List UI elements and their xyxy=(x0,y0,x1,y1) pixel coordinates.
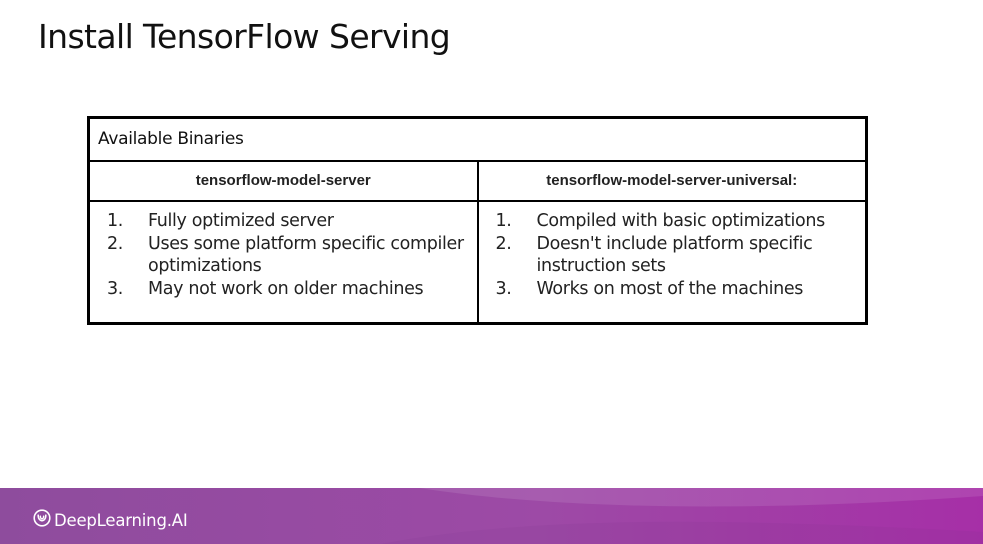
table-caption-row: Available Binaries xyxy=(87,116,868,162)
list-item-number: 1. xyxy=(495,211,512,231)
list-item-number: 3. xyxy=(107,278,123,299)
list-item-text: Fully optimized server xyxy=(148,211,334,231)
model-server-universal-feature-list: 1. Compiled with basic optimizations 2. … xyxy=(487,210,858,300)
list-item: 3. May not work on older machines xyxy=(98,278,469,301)
brand: DeepLearning.AI xyxy=(33,509,188,532)
column-header-model-server: tensorflow-model-server xyxy=(87,160,479,202)
list-item: 3. Works on most of the machines xyxy=(487,278,858,301)
model-server-feature-list: 1. Fully optimized server 2. Uses some p… xyxy=(98,210,469,300)
column-header-model-server-universal: tensorflow-model-server-universal: xyxy=(476,160,868,202)
list-item-text: Compiled with basic optimizations xyxy=(536,211,826,231)
table-caption: Available Binaries xyxy=(87,116,868,162)
table-header-row: tensorflow-model-server tensorflow-model… xyxy=(87,160,868,202)
list-item: 1. Fully optimized server xyxy=(98,210,469,233)
model-server-features-cell: 1. Fully optimized server 2. Uses some p… xyxy=(87,200,479,325)
footer-gradient xyxy=(0,488,983,544)
slide-title: Install TensorFlow Serving xyxy=(38,17,451,56)
table-row: 1. Fully optimized server 2. Uses some p… xyxy=(87,200,868,325)
list-item-text: May not work on older machines xyxy=(148,278,424,299)
list-item: 2. Uses some platform specific compiler … xyxy=(98,233,469,278)
list-item: 1. Compiled with basic optimizations xyxy=(487,210,858,233)
deeplearning-logo-icon xyxy=(33,509,51,532)
binaries-table: Available Binaries tensorflow-model-serv… xyxy=(87,116,868,325)
list-item-number: 2. xyxy=(107,233,123,254)
list-item-number: 1. xyxy=(107,211,123,231)
list-item-number: 2. xyxy=(495,233,512,254)
list-item-text: Uses some platform specific compiler opt… xyxy=(148,233,464,277)
list-item-text: Doesn't include platform specific instru… xyxy=(536,233,813,277)
list-item: 2. Doesn't include platform specific ins… xyxy=(487,233,858,278)
footer-band xyxy=(0,488,983,544)
model-server-universal-features-cell: 1. Compiled with basic optimizations 2. … xyxy=(476,200,868,325)
brand-name: DeepLearning.AI xyxy=(54,510,188,530)
list-item-text: Works on most of the machines xyxy=(536,278,804,299)
list-item-number: 3. xyxy=(495,278,512,299)
